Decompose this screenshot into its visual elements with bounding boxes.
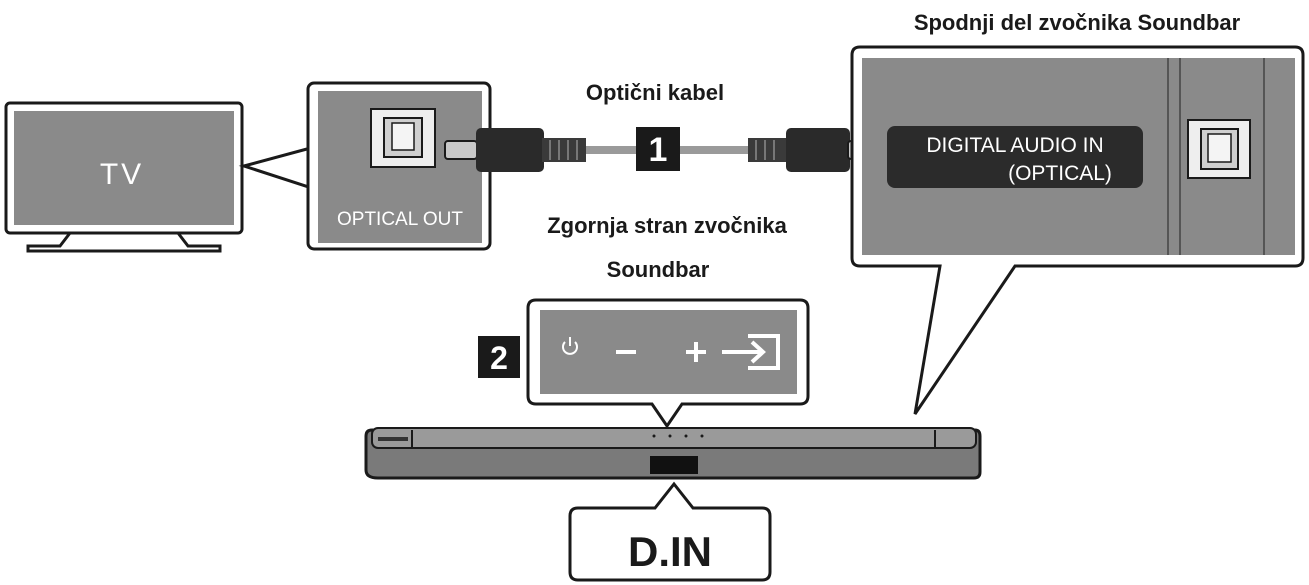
digital-audio-in-sublabel: (OPTICAL) bbox=[1008, 162, 1112, 185]
svg-text:2: 2 bbox=[490, 340, 508, 376]
optical-port-icon bbox=[370, 108, 436, 168]
bottom-panel-title: Spodnji del zvočnika Soundbar bbox=[914, 10, 1241, 35]
soundbar bbox=[364, 427, 982, 480]
optical-out-panel: OPTICAL OUT bbox=[306, 81, 492, 251]
plus-icon bbox=[686, 342, 706, 362]
soundbar-bottom-panel: DIGITAL AUDIO IN (OPTICAL) bbox=[850, 45, 1305, 415]
optical-port-icon-soundbar bbox=[1187, 119, 1251, 179]
power-icon bbox=[562, 337, 578, 355]
svg-text:1: 1 bbox=[649, 131, 668, 169]
optical-out-label: OPTICAL OUT bbox=[337, 209, 463, 230]
top-panel-title: Zgornja stran zvočnika bbox=[547, 213, 787, 238]
digital-audio-in-label: DIGITAL AUDIO IN bbox=[926, 134, 1103, 157]
tv: TV bbox=[4, 101, 244, 253]
tv-label: TV bbox=[100, 158, 144, 191]
display-callout: D.IN bbox=[568, 481, 772, 582]
left-cable-plug bbox=[444, 128, 586, 172]
digital-audio-in-label-bg bbox=[887, 126, 1143, 188]
step-1-badge: 1 bbox=[636, 127, 680, 171]
source-input-icon bbox=[722, 334, 780, 370]
top-panel-title-line2: Soundbar bbox=[607, 257, 710, 282]
step-2-badge: 2 bbox=[478, 336, 520, 378]
cable-label: Optični kabel bbox=[586, 80, 724, 105]
soundbar-top-panel bbox=[526, 298, 810, 429]
soundbar-display bbox=[650, 456, 698, 474]
display-text: D.IN bbox=[628, 528, 712, 575]
